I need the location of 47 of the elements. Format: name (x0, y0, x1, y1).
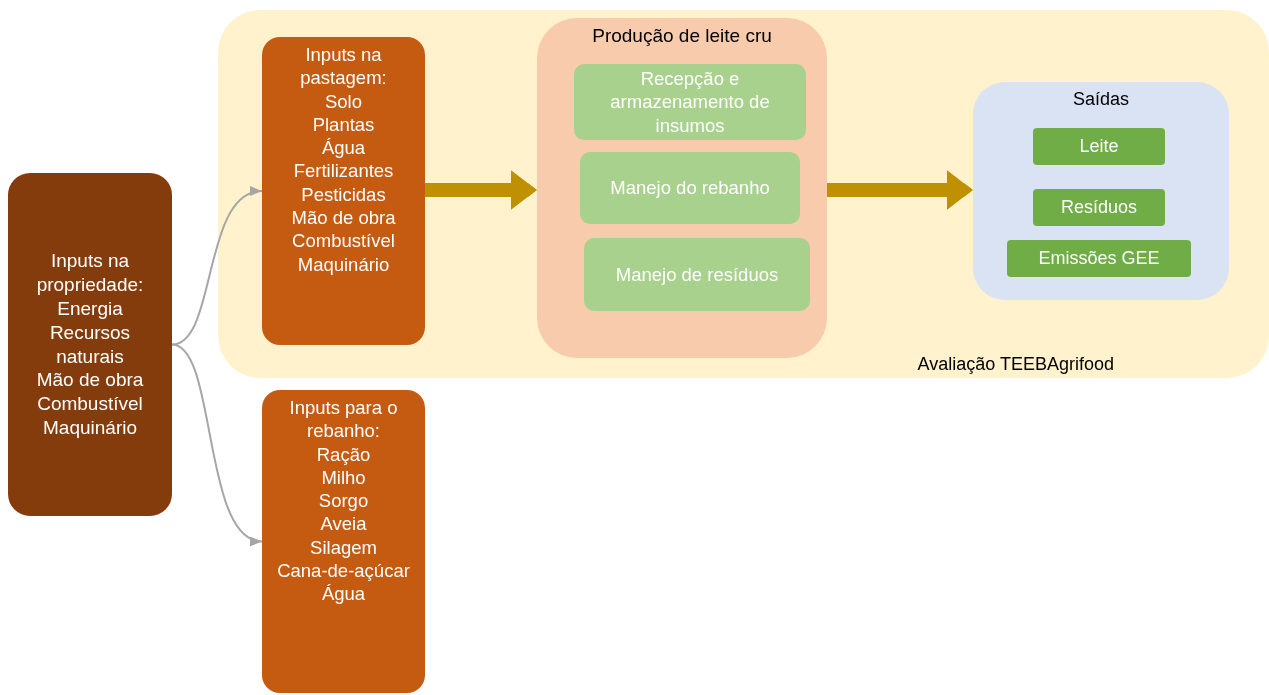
process-box (574, 64, 806, 140)
process-box (580, 152, 800, 224)
box-text: Ração (316, 442, 371, 466)
process-box (1007, 240, 1191, 277)
box-text: Pesticidas (301, 182, 386, 207)
scope-band (218, 10, 1269, 378)
box-heading: Inputs na pastagem: (299, 43, 388, 90)
box-text: Fertilizantes (293, 159, 394, 183)
process-box (262, 390, 425, 693)
box-text: Aveia (320, 512, 367, 536)
process-box (8, 173, 172, 516)
box-text: Combustível (292, 229, 395, 253)
process-box (1033, 189, 1165, 226)
box-text: Solo (325, 89, 362, 113)
process-box (1033, 128, 1165, 165)
box-text: Emissões GEE (1038, 247, 1160, 270)
box-text: Maquinário (297, 252, 390, 276)
process-box (584, 238, 810, 311)
box-text: Energia (57, 296, 123, 321)
box-text: Recursos naturais (48, 320, 132, 369)
arrow (827, 170, 973, 210)
box-heading: Inputs para o rebanho: (288, 396, 399, 443)
box-text: Água (321, 136, 366, 160)
box-text: Sorgo (318, 489, 369, 513)
box-text: Mão de obra (291, 206, 396, 230)
box-text: Saídas (1072, 88, 1129, 111)
box-text: Silagem (310, 535, 377, 560)
box-text: Manejo do rebanho (610, 176, 770, 200)
box-heading: Inputs na propriedade: (35, 248, 145, 297)
box-text: Avaliação TEEBAgrifood (917, 353, 1114, 376)
arrow (425, 170, 537, 210)
arrow (171, 188, 263, 346)
box-text: Água (321, 582, 366, 606)
process-box (262, 37, 425, 345)
box-text: Milho (321, 465, 366, 490)
box-text: Plantas (312, 112, 375, 137)
process-box (537, 18, 827, 358)
box-text: Mão de obra (36, 368, 144, 393)
box-text: Leite (1079, 135, 1119, 158)
box-text: Cana-de-açúcar (277, 559, 410, 583)
box-text: Recepção e armazenamento de insumos (609, 67, 771, 137)
process-box (973, 82, 1229, 300)
box-text: Maquinário (43, 416, 137, 441)
box-text: Resíduos (1060, 196, 1137, 219)
box-text: Combustível (37, 392, 143, 417)
box-text: Manejo de resíduos (615, 262, 779, 287)
box-text: Produção de leite cru (592, 24, 772, 48)
